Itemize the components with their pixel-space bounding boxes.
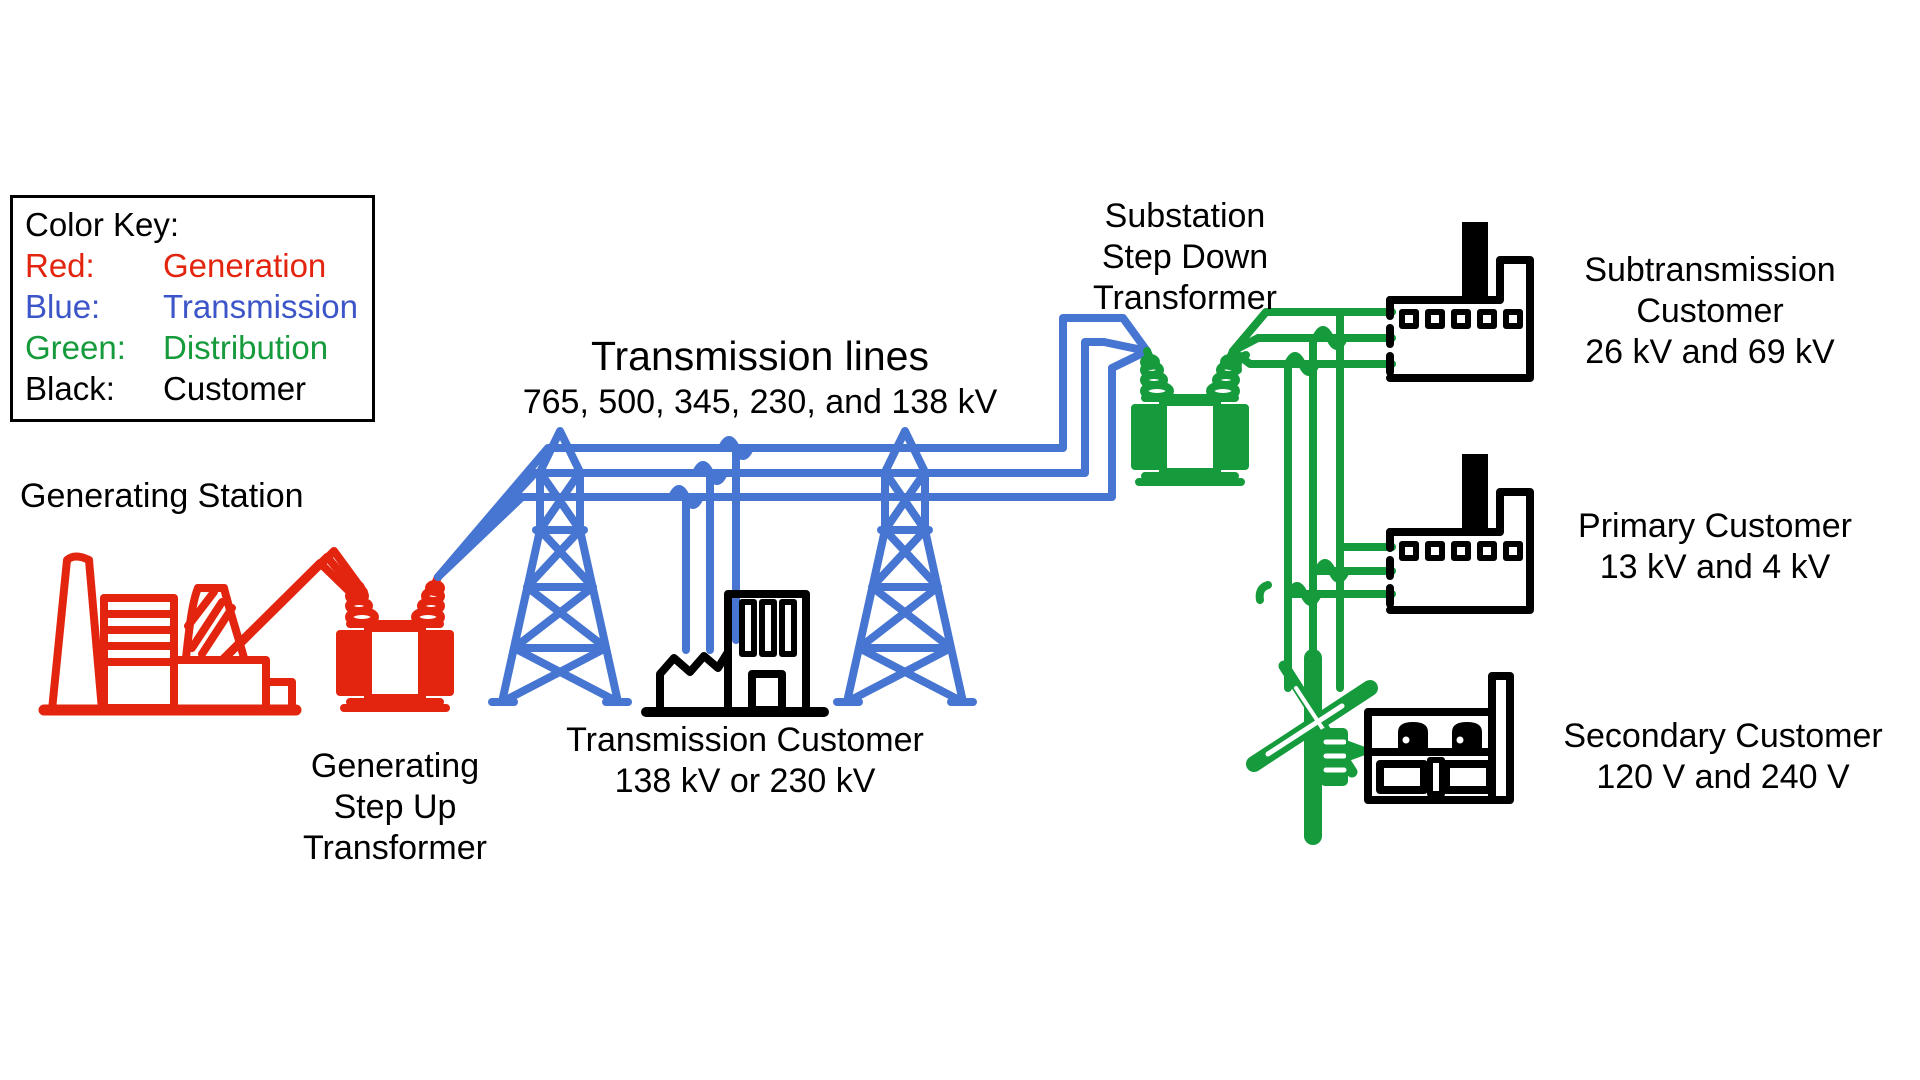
transmission-customer-icon [641,590,829,717]
secondary-customer-icon [1364,672,1514,804]
transmission-lines-title: Transmission lines [591,333,929,379]
transmission-customer-label: Transmission Customer 138 kV or 230 kV [566,721,924,800]
primary-customer-label: Primary Customer 13 kV and 4 kV [1578,507,1852,586]
color-key-title: Color Key: [25,206,180,243]
color-key-value: Generation [163,247,327,284]
subtransmission-customer-label: Subtransmission Customer 26 kV and 69 kV [1584,251,1836,371]
transmission-line [434,314,1151,581]
color-key-label: Green: [25,329,126,366]
color-key-row: Green: Distribution [25,327,358,368]
color-key-row: Blue: Transmission [25,286,358,327]
substation-transformer-label: Substation Step Down Transformer [1093,197,1277,317]
line-hook [1233,351,1250,374]
color-key-label: Blue: [25,288,101,325]
distribution-line [1229,308,1396,355]
transmission-group [434,314,1151,702]
distribution-feeder [1284,308,1344,704]
transmission-customer-tap [682,444,740,654]
step-up-transformer-label: Generating Step Up Transformer [303,747,487,867]
generation-group [38,547,450,716]
color-key-row: Black: Customer [25,368,358,409]
color-key-row: Red: Generation [25,245,358,286]
subtransmission-customer-icon [1386,222,1534,382]
color-key-value: Distribution [163,329,329,366]
distribution-group [1135,308,1396,845]
line-hook [1255,581,1272,604]
color-key-value: Customer [163,370,307,407]
transmission-line [434,347,1151,581]
step-down-transformer-icon [1135,351,1245,482]
generating-station-icon [38,547,368,716]
secondary-customer-label: Secondary Customer 120 V and 240 V [1563,717,1883,796]
utility-pole-icon [1246,649,1378,845]
color-key-value: Transmission [163,288,358,325]
primary-customer-icon [1386,454,1534,614]
customer-group [641,222,1534,804]
transmission-lines-voltages: 765, 500, 345, 230, and 138 kV [522,383,998,421]
transmission-line [434,338,1151,581]
color-key-box: Color Key: Red: Generation Blue: Transmi… [10,195,375,422]
generating-station-label: Generating Station [20,477,304,515]
color-key-label: Black: [25,370,115,407]
service-drop-wire [1346,740,1376,762]
color-key-label: Red: [25,247,95,284]
